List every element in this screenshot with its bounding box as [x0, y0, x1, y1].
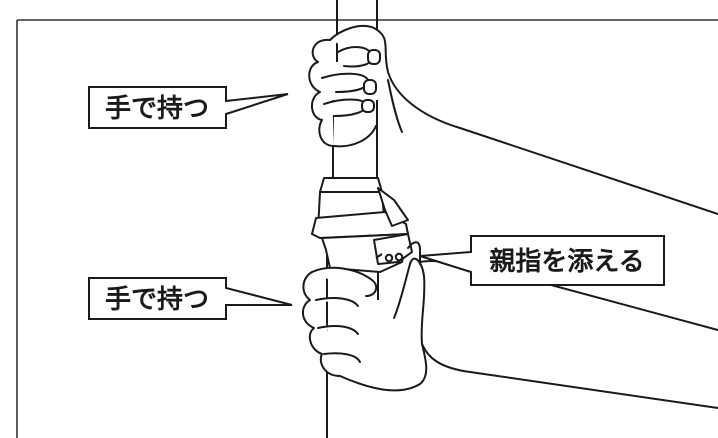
upper-hand — [308, 24, 718, 215]
callout-lower-hand: 手で持つ — [88, 277, 293, 320]
callout-thumb: 親指を添える — [419, 235, 665, 286]
callout-upper-hand: 手で持つ — [88, 86, 289, 129]
callout-label-upper: 手で持つ — [105, 94, 209, 124]
callout-label-thumb: 親指を添える — [489, 247, 644, 277]
callout-bubble — [88, 86, 289, 129]
frame-border — [16, 19, 718, 438]
callout-bubble — [88, 277, 293, 320]
pole-coupling — [311, 177, 413, 273]
callout-bubble — [419, 235, 665, 286]
callout-label-lower: 手で持つ — [105, 285, 209, 315]
